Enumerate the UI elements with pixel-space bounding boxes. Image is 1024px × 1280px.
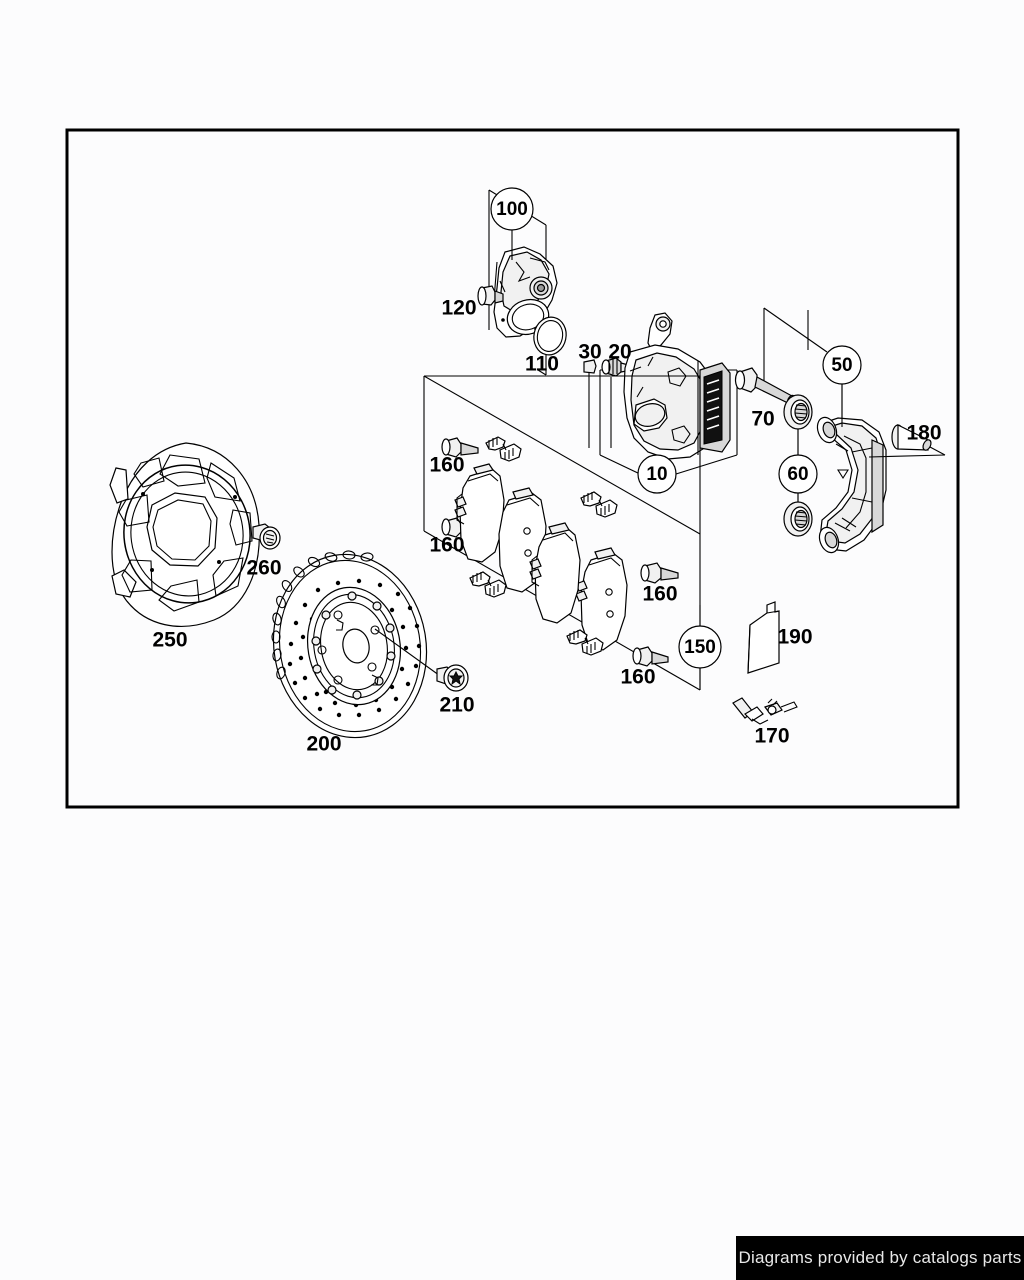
diagram-frame (65, 128, 960, 809)
part-label-120: 120 (441, 297, 476, 320)
bolt-160-d (632, 646, 669, 667)
part-120-plug (477, 285, 504, 306)
callout-100-label: 100 (496, 199, 528, 220)
part-label-250: 250 (152, 629, 187, 652)
bolt-160-c (640, 562, 679, 584)
part-70-guide-bolt (734, 367, 796, 406)
callout-150-label: 150 (684, 637, 716, 658)
callout-60-label: 60 (787, 464, 808, 485)
caliper-carrier-bracket (816, 416, 887, 554)
part-label-170: 170 (754, 725, 789, 748)
part-label-210: 210 (439, 694, 474, 717)
part-label-180: 180 (906, 422, 941, 445)
callout-10-label: 10 (646, 464, 667, 485)
part-label-30: 30 (578, 341, 601, 364)
part-190-heat-shield (747, 601, 780, 674)
clip-b (580, 491, 618, 518)
callout-100[interactable]: 100 (490, 187, 534, 231)
clip-a (485, 436, 522, 462)
bolt-160-a (441, 437, 479, 458)
part-label-200: 200 (306, 733, 341, 756)
part-label-160-c: 160 (642, 583, 677, 606)
part-label-190: 190 (777, 626, 812, 649)
watermark-text: Diagrams provided by catalogs parts (738, 1248, 1022, 1267)
part-label-20: 20 (608, 341, 631, 364)
clip-c (469, 571, 507, 598)
brake-splash-shield (109, 442, 260, 627)
part-20-bleeder-screw (601, 357, 633, 448)
part-260-shield-bolt (252, 523, 281, 550)
callout-leaders (511, 230, 843, 690)
brake-pad-3 (575, 547, 628, 651)
brake-disc (271, 550, 444, 739)
parking-brake-actuator (493, 246, 558, 338)
part-60-guide-bushings (783, 394, 813, 537)
part-label-70: 70 (751, 408, 774, 431)
clip-d (566, 629, 604, 656)
part-180-guide-pin (868, 424, 946, 458)
part-label-160-d: 160 (620, 666, 655, 689)
part-label-160-b: 160 (429, 534, 464, 557)
callout-60[interactable]: 60 (778, 454, 818, 494)
callout-10[interactable]: 10 (637, 454, 677, 494)
callout-150[interactable]: 150 (678, 625, 722, 669)
callout-50-label: 50 (831, 355, 852, 376)
pad-retaining-clips (469, 436, 618, 656)
brake-pad-4 (529, 522, 581, 624)
brake-pad-1 (454, 463, 505, 563)
part-210-disc-screw (436, 664, 469, 692)
callout-50[interactable]: 50 (822, 345, 862, 385)
part-label-110: 110 (525, 353, 559, 376)
watermark-banner: Diagrams provided by catalogs parts (736, 1236, 1024, 1280)
part-170-wear-sensor (732, 697, 798, 725)
part-30-bleeder-cap (583, 359, 597, 448)
part-label-160-a: 160 (429, 454, 464, 477)
brake-caliper-body (623, 312, 731, 460)
part-110-seal-ring (533, 316, 567, 356)
brake-pad-set (454, 463, 628, 651)
part-label-260: 260 (246, 557, 281, 580)
